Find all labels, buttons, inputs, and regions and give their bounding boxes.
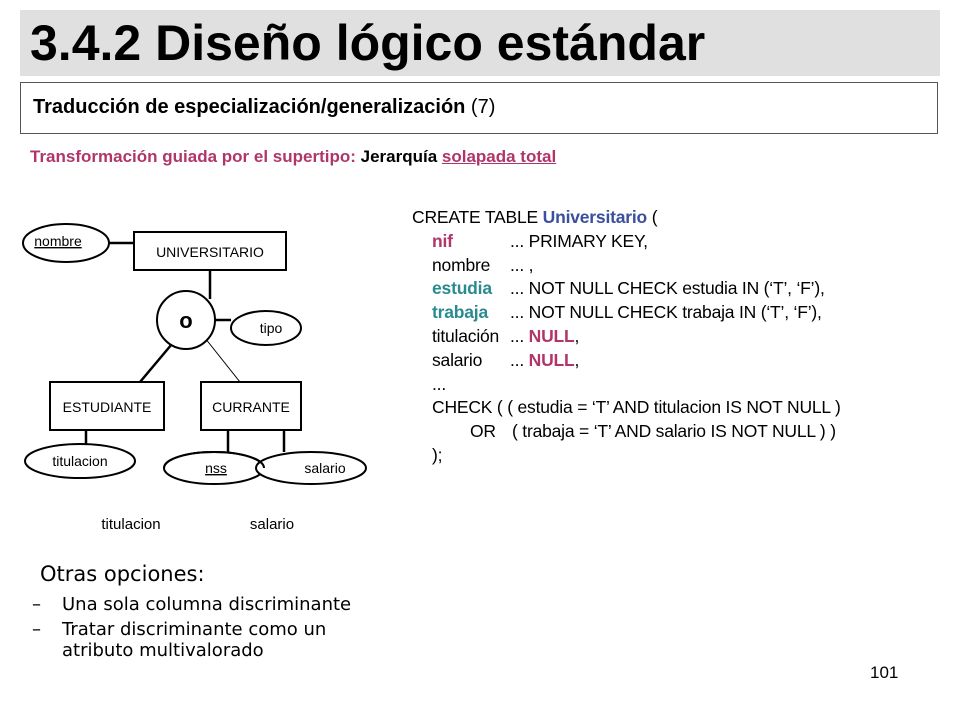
other-options: Otras opciones: –Una sola columna discri… <box>32 562 352 665</box>
code-nombre-def: ... , <box>510 254 534 275</box>
code-line-trabaja: trabaja ... NOT NULL CHECK trabaja IN (‘T… <box>412 301 822 325</box>
nombre-label: nombre <box>34 233 82 249</box>
code-or: OR <box>470 421 496 442</box>
overlap-marker: o <box>179 308 192 333</box>
code-close: ); <box>432 444 443 465</box>
code-line-close: ); <box>412 444 657 468</box>
code-line-or: OR ( trabaja = ‘T’ AND salario IS NOT NUL… <box>412 420 836 444</box>
code-ellipsis: ... <box>432 373 446 394</box>
options-heading: Otras opciones: <box>40 562 205 586</box>
guide-label: Transformación guiada por el supertipo: <box>30 147 356 166</box>
guide-link[interactable]: solapada total <box>441 147 557 166</box>
option-item-2-line1: Tratar discriminante como un <box>62 619 327 640</box>
salario-caption: salario <box>250 516 294 533</box>
dash-icon: – <box>32 619 41 640</box>
code-col-salario: salario <box>432 349 483 370</box>
universitario-entity <box>133 231 287 271</box>
code-titulacion-comma: , <box>574 325 580 346</box>
code-check: CHECK ( ( estudia = ‘T’ AND titulacion I… <box>432 397 841 418</box>
code-salario-null: NULL <box>528 349 575 370</box>
code-line-create: CREATE TABLE Universitario ( <box>412 206 658 230</box>
code-line-nif: nif ... PRIMARY KEY, <box>412 230 657 254</box>
guide-line: Transformación guiada por el supertipo: … <box>30 147 556 167</box>
code-line-salario: salario... NULL, <box>412 349 657 373</box>
overlap-circle <box>156 290 216 350</box>
code-col-nif: nif <box>432 230 453 251</box>
code-line-ellipsis: ... <box>412 373 657 397</box>
code-line-check: CHECK ( ( estudia = ‘T’ AND titulacion I… <box>412 396 841 420</box>
salario-attr-label: salario <box>304 460 345 476</box>
code-salario-dots: ... <box>510 349 529 370</box>
code-estudia-def: ... NOT NULL CHECK estudia IN (‘T’, ‘F’)… <box>510 278 825 299</box>
code-trabaja-def: ... NOT NULL CHECK trabaja IN (‘T’, ‘F’)… <box>510 302 822 323</box>
option-item-1-text: Una sola columna discriminante <box>62 594 352 615</box>
currante-entity <box>200 381 302 431</box>
currante-label: CURRANTE <box>212 399 290 415</box>
nss-overlap-arc <box>163 451 265 469</box>
code-titulacion-dots: ... <box>510 325 529 346</box>
salario-attribute <box>255 451 367 485</box>
nombre-attribute <box>22 223 110 263</box>
option-item-1: –Una sola columna discriminante <box>32 594 352 615</box>
code-col-nombre: nombre <box>432 254 491 275</box>
sql-code: CREATE TABLE Universitario ( nif ... PRIM… <box>412 206 841 468</box>
code-line-titulacion: titulación... NULL, <box>412 325 657 349</box>
code-col-titulacion: titulación <box>432 325 500 346</box>
dash-icon: – <box>32 594 41 615</box>
code-create-table: CREATE TABLE <box>412 207 543 227</box>
code-line-nombre: nombre ... , <box>412 254 657 278</box>
nss-label: nss <box>205 460 227 476</box>
universitario-label: UNIVERSITARIO <box>156 244 264 260</box>
tipo-attribute <box>230 310 302 346</box>
subtitle-box: Traducción de especialización/generaliza… <box>20 82 938 134</box>
code-line-estudia: estudia ... NOT NULL CHECK estudia IN (‘T… <box>412 277 825 301</box>
slide-subtitle: Traducción de especialización/generaliza… <box>33 96 495 119</box>
code-salario-comma: , <box>574 349 580 370</box>
code-nif-def: ... PRIMARY KEY, <box>510 230 648 251</box>
title-bar <box>20 10 940 76</box>
option-item-2-line2: atributo multivalorado <box>62 640 264 661</box>
titulacion-attr-label: titulacion <box>52 453 107 469</box>
titulacion-attribute <box>24 443 136 479</box>
subtitle-bold: Traducción de especialización/generaliza… <box>33 96 466 118</box>
currante-link <box>204 337 241 383</box>
slide-title: 3.4.2 Diseño lógico estándar <box>30 15 706 71</box>
subtitle-rest: (7) <box>465 96 496 118</box>
code-col-estudia: estudia <box>432 278 492 299</box>
titulacion-caption: titulacion <box>101 516 160 533</box>
page-number: 101 <box>870 663 899 682</box>
code-or-condition: ( trabaja = ‘T’ AND salario IS NOT NULL … <box>512 421 836 442</box>
code-titulacion-null: NULL <box>528 325 575 346</box>
code-col-trabaja: trabaja <box>432 302 488 323</box>
code-table-name: Universitario <box>542 207 648 227</box>
guide-hierarchy: Jerarquía <box>355 147 442 166</box>
estudiante-label: ESTUDIANTE <box>63 399 152 415</box>
tipo-label: tipo <box>260 320 283 336</box>
estudiante-entity <box>49 381 165 431</box>
code-open-paren: ( <box>647 207 658 227</box>
